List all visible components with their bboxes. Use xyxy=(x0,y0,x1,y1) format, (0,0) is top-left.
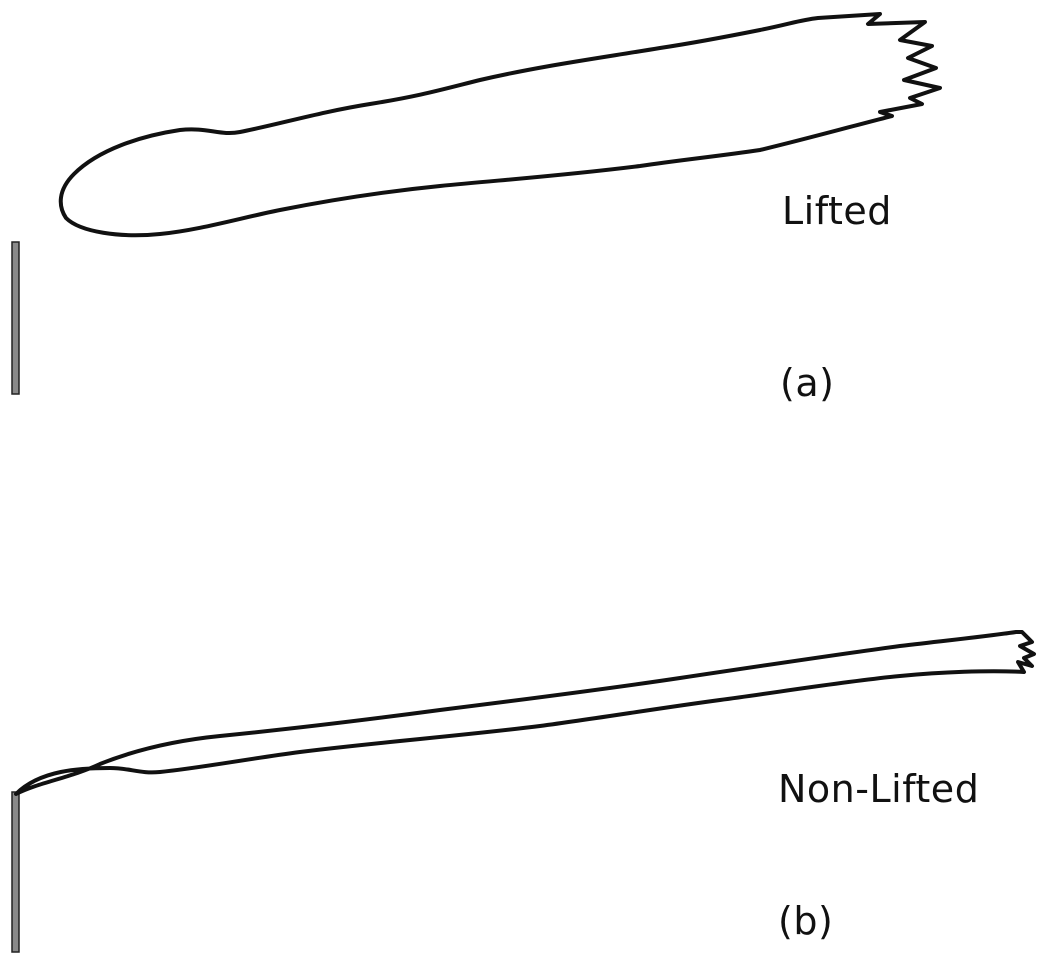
non-lifted-flame-drawing xyxy=(0,478,1038,955)
non-lifted-condition-label: Non-Lifted xyxy=(778,770,979,808)
lifted-flame-drawing xyxy=(0,0,1038,478)
burner-tube xyxy=(12,242,19,394)
panel-lifted-flame: Lifted (a) xyxy=(0,0,1038,478)
panel-label-b: (b) xyxy=(778,902,833,940)
burner-tube xyxy=(12,792,19,952)
lifted-condition-label: Lifted xyxy=(782,192,892,230)
panel-non-lifted-flame: Non-Lifted (b) xyxy=(0,478,1038,955)
panel-label-a: (a) xyxy=(780,364,834,402)
